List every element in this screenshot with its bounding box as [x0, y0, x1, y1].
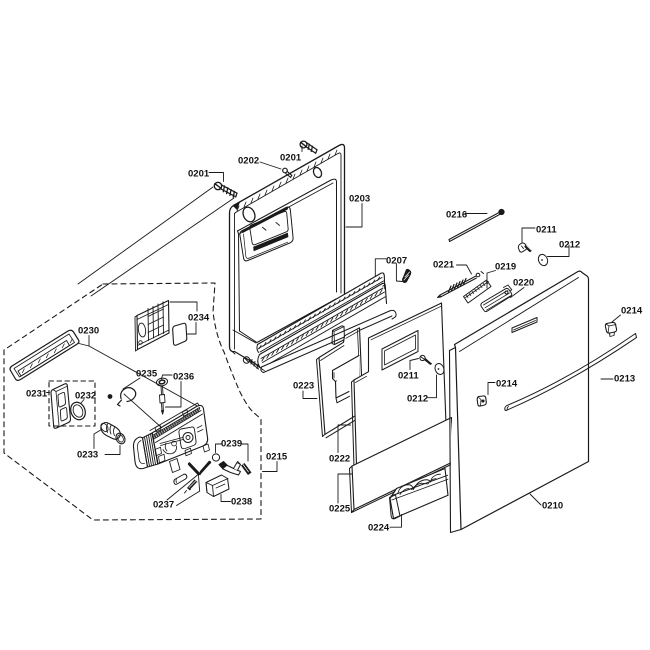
svg-text:0214: 0214	[496, 379, 518, 390]
svg-text:0216: 0216	[446, 210, 467, 221]
svg-text:0234: 0234	[188, 313, 210, 324]
svg-text:0202: 0202	[238, 156, 259, 167]
svg-text:0238: 0238	[231, 497, 252, 508]
svg-text:0239: 0239	[221, 439, 242, 450]
svg-text:0212: 0212	[407, 394, 428, 405]
svg-text:0210: 0210	[542, 501, 563, 512]
svg-text:0232: 0232	[75, 391, 96, 402]
svg-text:0219: 0219	[495, 262, 516, 273]
svg-text:0225: 0225	[329, 504, 351, 515]
svg-text:0211: 0211	[398, 371, 419, 382]
svg-text:0215: 0215	[266, 452, 288, 463]
svg-text:0221: 0221	[433, 260, 455, 271]
svg-text:0231: 0231	[26, 389, 48, 400]
svg-text:0224: 0224	[368, 523, 390, 534]
svg-text:0207: 0207	[386, 256, 407, 267]
svg-text:0230: 0230	[78, 326, 99, 337]
svg-text:0213: 0213	[614, 374, 635, 385]
svg-text:0235: 0235	[136, 369, 158, 380]
svg-text:0212: 0212	[559, 240, 580, 251]
svg-text:0233: 0233	[77, 450, 98, 461]
svg-text:0220: 0220	[513, 278, 534, 289]
svg-text:0201: 0201	[188, 169, 210, 180]
svg-text:0201: 0201	[280, 153, 302, 164]
svg-text:0214: 0214	[621, 306, 643, 317]
svg-text:0236: 0236	[173, 372, 194, 383]
svg-text:0203: 0203	[349, 194, 370, 205]
svg-text:0211: 0211	[536, 225, 557, 236]
svg-text:0223: 0223	[293, 381, 314, 392]
svg-text:0237: 0237	[153, 500, 174, 511]
svg-text:0222: 0222	[329, 454, 350, 465]
